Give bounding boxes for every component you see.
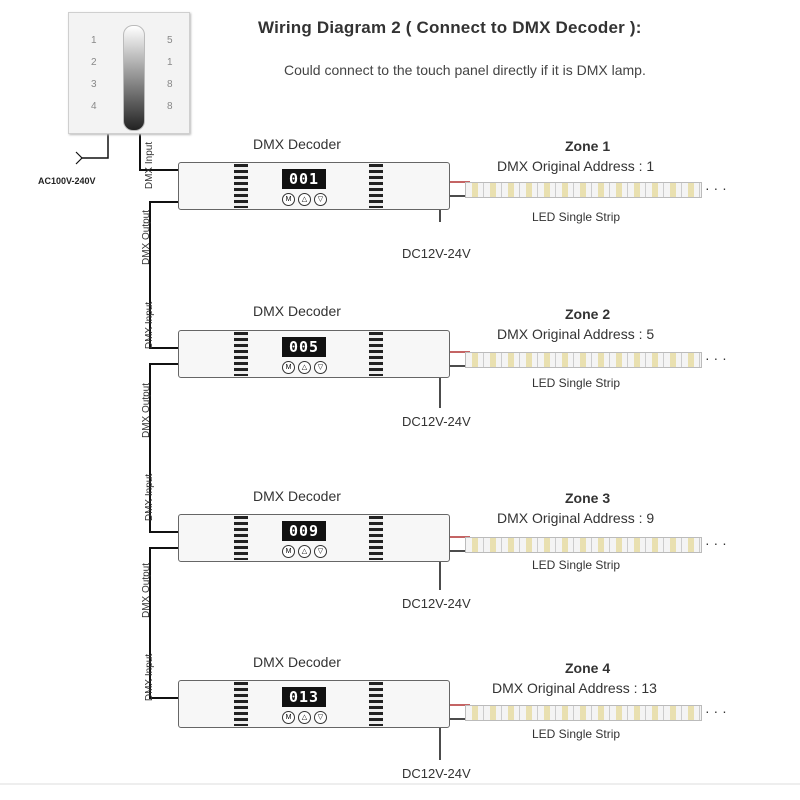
panel-number: 1 xyxy=(167,57,173,68)
ac-power-label: AC100V-240V xyxy=(38,176,96,186)
strip-label: LED Single Strip xyxy=(532,558,621,572)
address-display: 013 xyxy=(282,687,326,707)
brightness-slider xyxy=(123,25,145,131)
panel-number: 8 xyxy=(167,79,173,90)
dmx-decoder: 005 M △ ▽ xyxy=(178,330,450,378)
dc-power-label: DC12V-24V xyxy=(402,414,471,429)
zone-title: Zone 2 xyxy=(565,306,611,322)
continuation-dots: · · · xyxy=(705,535,727,551)
strip-label: LED Single Strip xyxy=(532,727,621,741)
page-title: Wiring Diagram 2 ( Connect to DMX Decode… xyxy=(258,18,642,37)
dmx-output-label: DMX Output xyxy=(141,562,153,619)
dmx-output-label: DMX Output xyxy=(141,382,153,439)
down-button[interactable]: ▽ xyxy=(314,193,327,206)
menu-button[interactable]: M xyxy=(282,545,295,558)
output-terminal xyxy=(369,516,383,560)
dmx-input-label: DMX Input xyxy=(144,653,156,702)
down-button[interactable]: ▽ xyxy=(314,545,327,558)
panel-number: 5 xyxy=(167,35,173,46)
address-display: 009 xyxy=(282,521,326,541)
decoder-title: DMX Decoder xyxy=(253,488,341,504)
input-terminal xyxy=(234,164,248,208)
up-button[interactable]: △ xyxy=(298,361,311,374)
down-button[interactable]: ▽ xyxy=(314,361,327,374)
zone-title: Zone 4 xyxy=(565,660,611,676)
menu-button[interactable]: M xyxy=(282,711,295,724)
continuation-dots: · · · xyxy=(705,350,727,366)
decoder-title: DMX Decoder xyxy=(253,136,341,152)
strip-label: LED Single Strip xyxy=(532,376,621,390)
zone-address: DMX Original Address : 5 xyxy=(497,326,655,342)
input-terminal xyxy=(234,682,248,726)
zone-address: DMX Original Address : 13 xyxy=(492,680,657,696)
dc-power-label: DC12V-24V xyxy=(402,246,471,261)
decoder-title: DMX Decoder xyxy=(253,654,341,670)
output-terminal xyxy=(369,164,383,208)
menu-button[interactable]: M xyxy=(282,361,295,374)
decoder-title: DMX Decoder xyxy=(253,303,341,319)
dmx-input-label: DMX Input xyxy=(144,473,156,522)
dc-power-label: DC12V-24V xyxy=(402,596,471,611)
zone-title: Zone 3 xyxy=(565,490,611,506)
address-display: 001 xyxy=(282,169,326,189)
dmx-decoder: 009 M △ ▽ xyxy=(178,514,450,562)
output-terminal xyxy=(369,332,383,376)
touch-panel: 1 2 3 4 5 1 8 8 xyxy=(68,12,190,134)
panel-number: 3 xyxy=(91,79,97,90)
led-strip xyxy=(465,352,702,368)
dc-power-label: DC12V-24V xyxy=(402,766,471,781)
up-button[interactable]: △ xyxy=(298,193,311,206)
zone-title: Zone 1 xyxy=(565,138,611,154)
panel-number: 2 xyxy=(91,57,97,68)
down-button[interactable]: ▽ xyxy=(314,711,327,724)
dmx-decoder: 013 M △ ▽ xyxy=(178,680,450,728)
led-strip xyxy=(465,705,702,721)
zone-address: DMX Original Address : 1 xyxy=(497,158,655,174)
up-button[interactable]: △ xyxy=(298,545,311,558)
page-subtitle: Could connect to the touch panel directl… xyxy=(284,62,646,78)
zone-address: DMX Original Address : 9 xyxy=(497,510,655,526)
dmx-decoder: 001 M △ ▽ xyxy=(178,162,450,210)
strip-label: LED Single Strip xyxy=(532,210,621,224)
dmx-input-label: DMX Input xyxy=(144,301,156,350)
panel-number: 8 xyxy=(167,101,173,112)
menu-button[interactable]: M xyxy=(282,193,295,206)
panel-number: 4 xyxy=(91,101,97,112)
continuation-dots: · · · xyxy=(705,703,727,719)
panel-number: 1 xyxy=(91,35,97,46)
dmx-output-label: DMX Output xyxy=(141,209,153,266)
continuation-dots: · · · xyxy=(705,180,727,196)
input-terminal xyxy=(234,516,248,560)
dmx-input-label: DMX Input xyxy=(144,141,156,190)
input-terminal xyxy=(234,332,248,376)
up-button[interactable]: △ xyxy=(298,711,311,724)
output-terminal xyxy=(369,682,383,726)
led-strip xyxy=(465,182,702,198)
led-strip xyxy=(465,537,702,553)
address-display: 005 xyxy=(282,337,326,357)
